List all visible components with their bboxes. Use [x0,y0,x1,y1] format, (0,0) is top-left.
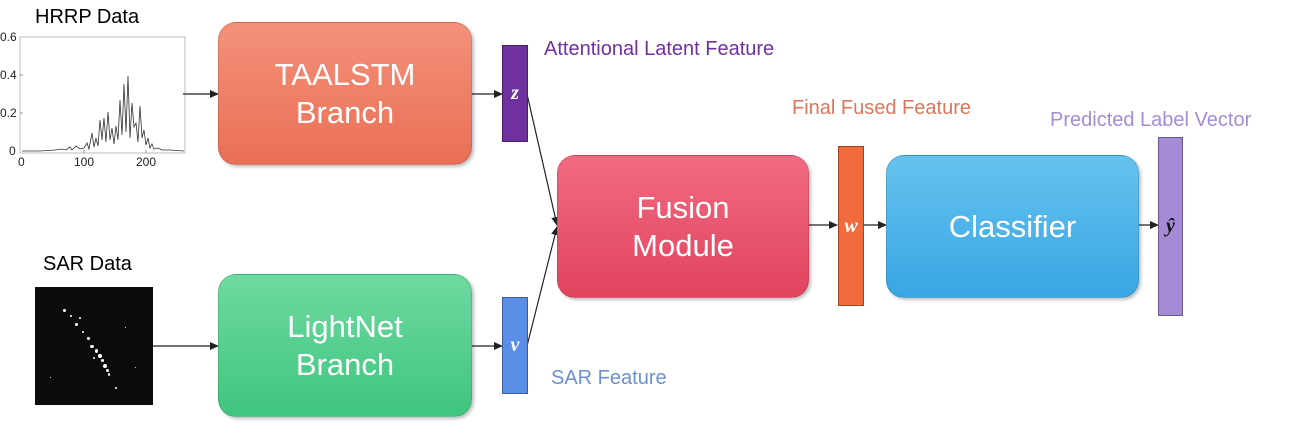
fusion-module-line1: Fusion [636,189,730,225]
sar-image [35,287,153,405]
fusion-module-line2: Module [632,227,734,263]
hrrp-ytick-2: 0.2 [0,106,17,120]
hrrp-signal-line [22,75,185,152]
v-caption: SAR Feature [551,367,667,389]
sar-title: SAR Data [43,253,132,275]
arrow-z-to-fusion [526,93,560,226]
z-vector-symbol: z [511,82,519,104]
hrrp-xtick-1: 100 [74,155,95,169]
taalstm-branch-line2: Branch [295,94,395,130]
arrow-v-to-fusion [526,226,559,347]
lightnet-branch-line2: Branch [295,346,395,382]
y-hat-vector: ŷ [1158,137,1183,316]
v-vector: v [502,297,528,394]
hrrp-ytick-1: 0.4 [0,68,17,82]
v-vector-symbol: v [510,334,520,356]
hrrp-xtick-0: 0 [18,155,25,169]
hrrp-title: HRRP Data [35,6,140,28]
hrrp-ytick-3: 0 [9,144,16,158]
fusion-module-box: Fusion Module [557,155,809,298]
lightnet-branch-box: LightNet Branch [218,274,472,417]
hrrp-xtick-2: 200 [136,155,157,169]
taalstm-branch-box: TAALSTM Branch [218,22,472,165]
y-hat-vector-symbol: ŷ [1166,215,1175,237]
lightnet-branch-line1: LightNet [287,308,403,344]
y-hat-caption: Predicted Label Vector [1050,109,1252,131]
classifier-box: Classifier [886,155,1139,298]
w-vector: w [838,146,864,306]
w-vector-symbol: w [844,214,858,237]
taalstm-branch-line1: TAALSTM [274,56,416,92]
classifier-label: Classifier [948,208,1077,244]
z-vector: z [502,45,528,142]
hrrp-ytick-0: 0.6 [0,30,17,44]
hrrp-tick-marks [20,74,147,153]
z-caption: Attentional Latent Feature [544,38,775,60]
w-caption: Final Fused Feature [792,97,971,119]
